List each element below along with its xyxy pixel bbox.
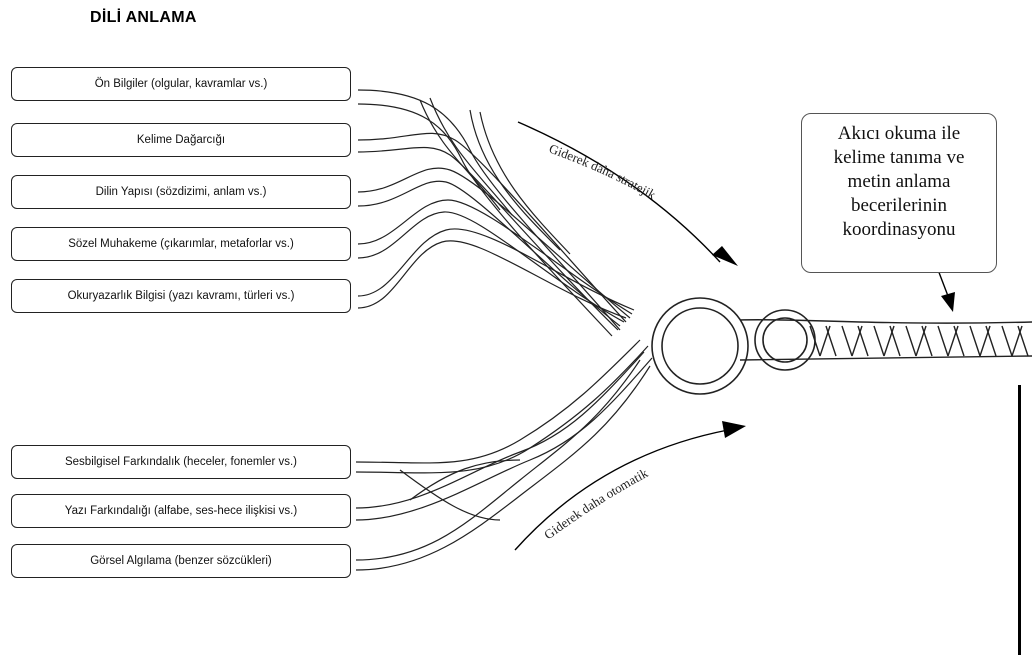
coordination-callout: Akıcı okuma ile kelime tanıma ve metin a… [801, 113, 997, 273]
callout-line: Akıcı okuma ile [837, 123, 961, 144]
strategic-arrow [517, 121, 738, 266]
upper-rope-strands [357, 89, 635, 337]
strand-label-vocabulary: Kelime Dağarcığı [11, 123, 351, 157]
strand-label-language-structure: Dilin Yapısı (sözdizimi, anlam vs.) [11, 175, 351, 209]
strand-label-phonological-awareness: Sesbilgisel Farkındalık (heceler, foneml… [11, 445, 351, 479]
automatic-arrow [514, 421, 746, 551]
strand-label-background-knowledge: Ön Bilgiler (olgular, kavramlar vs.) [11, 67, 351, 101]
rope-loops [651, 297, 816, 395]
strand-label-visual-perception: Görsel Algılama (benzer sözcükleri) [11, 544, 351, 578]
automatic-arrow-label: Giderek daha otomatik [541, 465, 651, 542]
callout-line: koordinasyonu [842, 219, 956, 240]
lower-rope-strands [355, 339, 653, 571]
strand-label-print-awareness: Yazı Farkındalığı (alfabe, ses-hece iliş… [11, 494, 351, 528]
callout-line: metin anlama [847, 171, 951, 192]
diagram-title: DİLİ ANLAMA [90, 9, 197, 26]
twisted-rope [739, 318, 1032, 361]
callout-line: kelime tanıma ve [833, 147, 965, 168]
edge-bar [1018, 385, 1021, 655]
strategic-arrow-label: Giderek daha stratejik [547, 141, 659, 203]
strand-label-literacy-knowledge: Okuryazarlık Bilgisi (yazı kavramı, türl… [11, 279, 351, 313]
strand-label-verbal-reasoning: Sözel Muhakeme (çıkarımlar, metaforlar v… [11, 227, 351, 261]
callout-line: becerilerinin [850, 195, 947, 216]
